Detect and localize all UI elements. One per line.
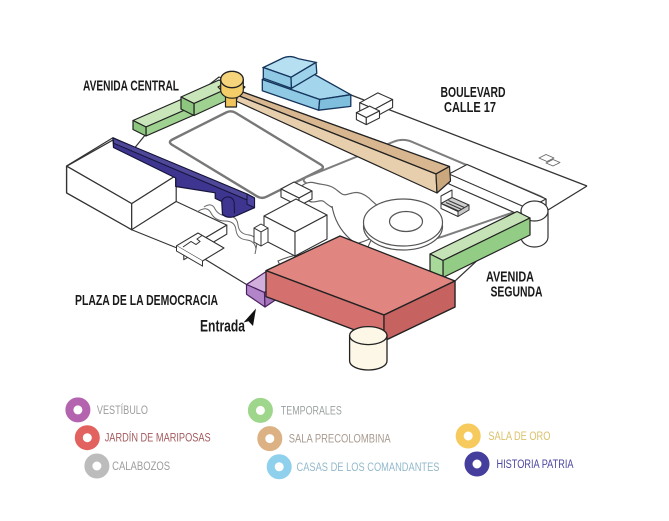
svg-text:Entrada: Entrada <box>200 317 245 336</box>
svg-text:BOULEVARD: BOULEVARD <box>441 84 506 101</box>
svg-text:CALLE 17: CALLE 17 <box>444 99 496 116</box>
svg-text:CASAS DE LOS COMANDANTES: CASAS DE LOS COMANDANTES <box>297 462 440 474</box>
svg-text:TEMPORALES: TEMPORALES <box>281 405 342 417</box>
svg-text:HISTORIA PATRIA: HISTORIA PATRIA <box>497 459 574 471</box>
svg-text:SALA PRECOLOMBINA: SALA PRECOLOMBINA <box>289 434 391 446</box>
svg-text:JARDÍN DE MARIPOSAS: JARDÍN DE MARIPOSAS <box>105 432 211 445</box>
svg-text:AVENIDA: AVENIDA <box>486 269 534 286</box>
svg-text:CALABOZOS: CALABOZOS <box>112 461 170 473</box>
svg-text:SEGUNDA: SEGUNDA <box>491 284 543 301</box>
svg-text:SALA DE ORO: SALA DE ORO <box>488 431 550 443</box>
svg-text:PLAZA DE LA DEMOCRACIA: PLAZA DE LA DEMOCRACIA <box>75 292 218 309</box>
svg-text:AVENIDA CENTRAL: AVENIDA CENTRAL <box>83 78 179 95</box>
svg-text:VESTÍBULO: VESTÍBULO <box>97 404 148 417</box>
